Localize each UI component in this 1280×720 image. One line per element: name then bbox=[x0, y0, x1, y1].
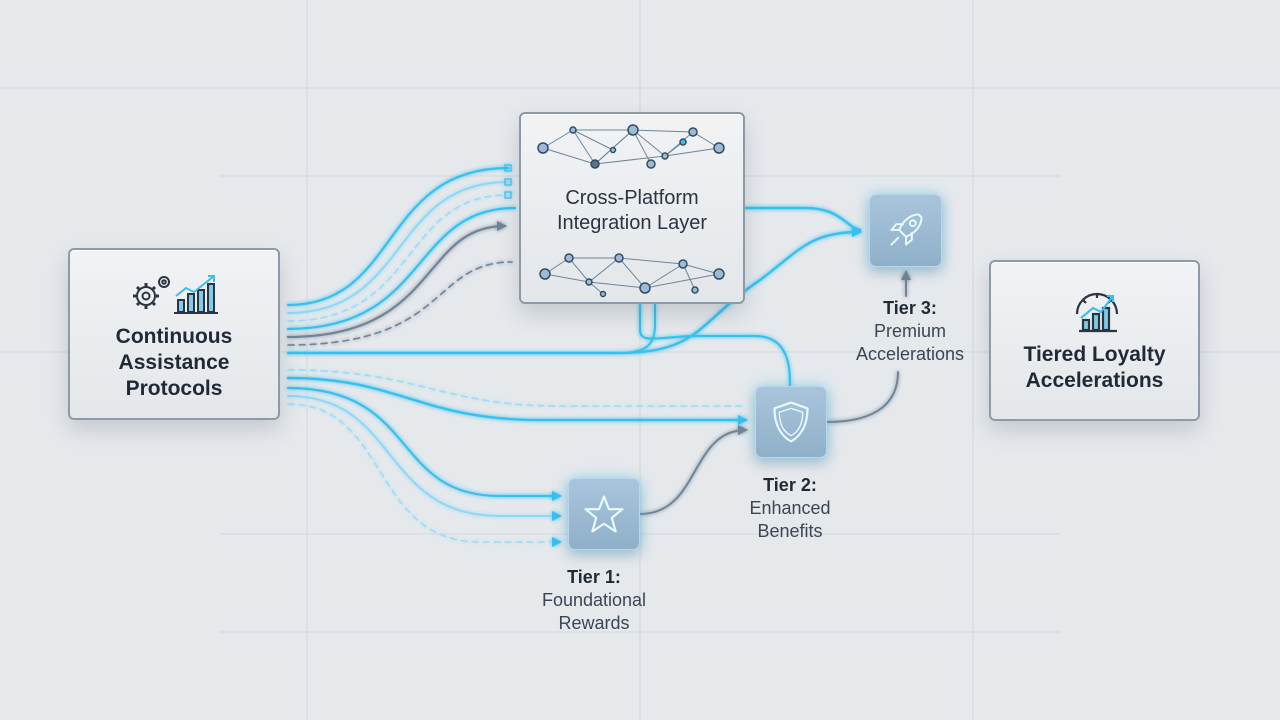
flow-line bbox=[286, 376, 748, 425]
network-nodes-icon bbox=[537, 124, 725, 169]
flow-line bbox=[638, 302, 792, 388]
flow-line bbox=[286, 164, 512, 307]
tier-2-number: Tier 2: bbox=[763, 475, 817, 495]
flow-line bbox=[826, 371, 899, 423]
tier-2-description: Enhanced Benefits bbox=[749, 498, 831, 541]
outcome-title: Tiered Loyalty Accelerations bbox=[1023, 343, 1166, 392]
integration-title: Cross-Platform Integration Layer bbox=[556, 187, 708, 234]
flow-line bbox=[287, 191, 512, 322]
tier-1-label: Tier 1: Foundational Rewards bbox=[524, 566, 664, 635]
shield-icon bbox=[773, 401, 809, 443]
tier-2-node bbox=[755, 386, 827, 458]
star-icon bbox=[584, 495, 624, 533]
flow-line bbox=[287, 261, 513, 346]
tier-3-label: Tier 3: Premium Accelerations bbox=[840, 297, 980, 366]
flow-line bbox=[287, 395, 562, 521]
rocket-icon bbox=[890, 213, 923, 246]
tier-3-number: Tier 3: bbox=[883, 298, 937, 318]
network-nodes-icon bbox=[539, 253, 725, 298]
flow-line bbox=[743, 206, 862, 232]
flow-line bbox=[287, 403, 562, 547]
flow-line bbox=[286, 221, 507, 339]
flow-line bbox=[287, 369, 746, 407]
tier-1-description: Foundational Rewards bbox=[541, 590, 647, 633]
tier-2-label: Tier 2: Enhanced Benefits bbox=[720, 474, 860, 543]
tier-3-description: Premium Accelerations bbox=[855, 321, 965, 364]
tier-1-node bbox=[568, 478, 640, 550]
tier-3-node bbox=[869, 194, 942, 267]
tier-1-number: Tier 1: bbox=[567, 567, 621, 587]
flow-line bbox=[619, 303, 656, 354]
source-card: Continuous Assistance Protocols bbox=[68, 248, 280, 420]
flow-line bbox=[287, 178, 512, 314]
gauge-growth-icon bbox=[1069, 280, 1125, 336]
flow-line bbox=[286, 386, 562, 501]
outcome-card: Tiered Loyalty Accelerations bbox=[989, 260, 1200, 421]
integration-card: Cross-Platform Integration Layer bbox=[519, 112, 745, 304]
source-title: Continuous Assistance Protocols bbox=[115, 325, 233, 400]
flow-line bbox=[639, 425, 748, 515]
gears-chart-icon bbox=[126, 270, 226, 316]
flow-line bbox=[286, 206, 517, 331]
flow-line bbox=[286, 227, 862, 355]
